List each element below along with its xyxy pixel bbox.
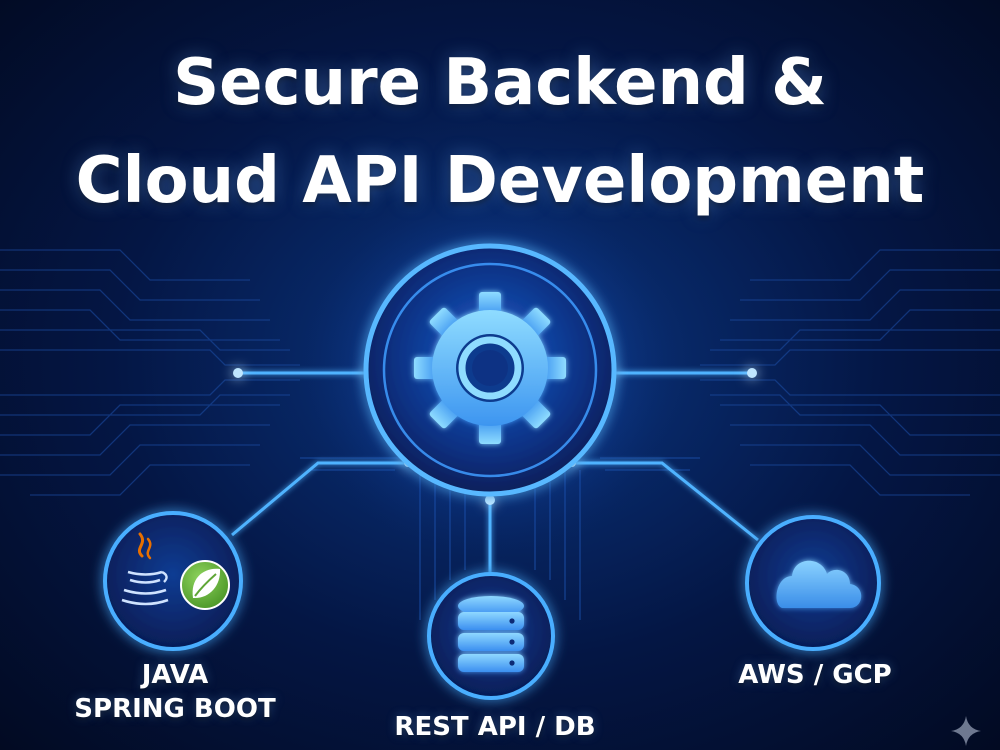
cloud-icon xyxy=(776,560,862,608)
connector-lines xyxy=(231,371,759,590)
gear-icon xyxy=(414,292,566,444)
sparkle-icon xyxy=(951,716,981,746)
java-spring-label: JAVA SPRING BOOT xyxy=(60,658,290,726)
cloud-label: AWS / GCP xyxy=(738,660,892,690)
title-line-2: Cloud API Development xyxy=(75,144,925,218)
cloud-node xyxy=(745,515,881,651)
background-traces-left xyxy=(0,249,300,496)
java-label-line-1: JAVA xyxy=(141,660,209,690)
java-coffee-icon xyxy=(121,532,169,606)
spring-leaf-icon xyxy=(180,560,230,610)
hub-node xyxy=(363,243,617,497)
java-spring-node xyxy=(103,511,243,651)
database-label: REST API / DB xyxy=(394,712,596,742)
database-icon xyxy=(458,596,524,672)
background-traces-right xyxy=(700,249,1000,496)
database-node xyxy=(427,572,555,700)
title-line-1: Secure Backend & xyxy=(173,46,827,120)
java-label-line-2: SPRING BOOT xyxy=(74,694,276,724)
